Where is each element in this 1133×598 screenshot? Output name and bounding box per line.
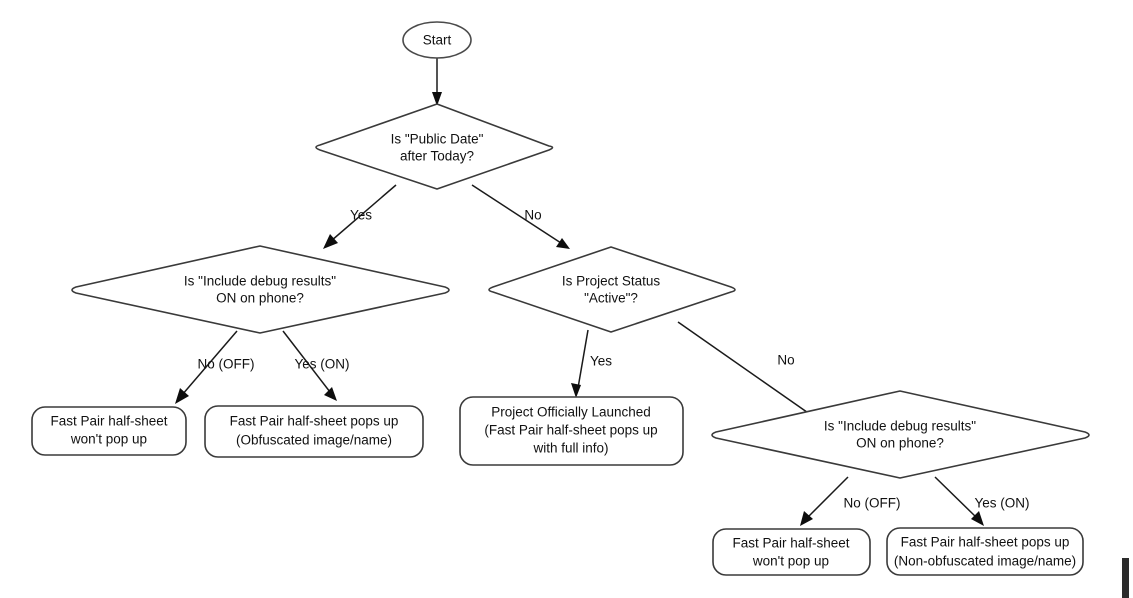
node-result-right-off-line2: won't pop up <box>752 554 829 569</box>
node-result-left-off[interactable]: Fast Pair half-sheet won't pop up <box>31 406 187 456</box>
node-decision-public-date[interactable]: Is "Public Date" after Today? <box>315 103 554 190</box>
node-result-launched-line3: with full info) <box>532 441 608 456</box>
node-result-right-off-line1: Fast Pair half-sheet <box>732 536 849 551</box>
edge-label-debug-left-yes: Yes (ON) <box>294 357 349 372</box>
node-decision-debug-right-line2: ON on phone? <box>856 436 944 451</box>
node-decision-project-status-line1: Is Project Status <box>562 274 661 289</box>
edge-debug-right-no-off <box>800 476 849 526</box>
node-result-right-on[interactable]: Fast Pair half-sheet pops up (Non-obfusc… <box>886 527 1084 576</box>
edge-label-debug-right-yes: Yes (ON) <box>974 496 1029 511</box>
edge-debug-right-yes-on <box>934 476 984 526</box>
node-result-launched[interactable]: Project Officially Launched (Fast Pair h… <box>459 396 684 466</box>
node-decision-project-status-line2: "Active"? <box>584 291 638 306</box>
edge-label-project-status-no: No <box>777 353 794 368</box>
node-result-launched-line1: Project Officially Launched <box>491 405 651 420</box>
node-start-label: Start <box>423 33 452 48</box>
right-edge-artifact <box>1122 558 1129 598</box>
node-result-left-on[interactable]: Fast Pair half-sheet pops up (Obfuscated… <box>204 405 424 458</box>
node-result-right-on-line1: Fast Pair half-sheet pops up <box>901 535 1070 550</box>
edge-label-debug-right-no: No (OFF) <box>844 496 901 511</box>
node-start[interactable]: Start <box>402 21 472 59</box>
node-result-left-on-line1: Fast Pair half-sheet pops up <box>230 414 399 429</box>
node-result-right-off[interactable]: Fast Pair half-sheet won't pop up <box>712 528 871 576</box>
edge-debug-left-no-off <box>175 330 238 404</box>
node-decision-debug-left-line1: Is "Include debug results" <box>184 274 336 289</box>
node-result-left-off-line1: Fast Pair half-sheet <box>50 414 167 429</box>
edge-debug-left-yes-on <box>282 330 337 401</box>
edge-label-debug-left-no: No (OFF) <box>198 357 255 372</box>
node-decision-debug-right[interactable]: Is "Include debug results" ON on phone? <box>711 390 1090 479</box>
node-result-launched-line2: (Fast Pair half-sheet pops up <box>484 423 657 438</box>
node-result-left-on-line2: (Obfuscated image/name) <box>236 433 392 448</box>
edge-label-project-status-yes: Yes <box>590 354 612 369</box>
edge-label-public-date-no: No <box>524 208 541 223</box>
node-decision-debug-left[interactable]: Is "Include debug results" ON on phone? <box>71 245 450 334</box>
edge-public-date-no <box>471 184 570 249</box>
node-decision-project-status[interactable]: Is Project Status "Active"? <box>488 246 736 333</box>
edge-label-public-date-yes: Yes <box>350 208 372 223</box>
node-decision-debug-left-line2: ON on phone? <box>216 291 304 306</box>
edge-project-status-yes <box>571 329 589 398</box>
node-decision-debug-right-line1: Is "Include debug results" <box>824 419 976 434</box>
edge-start-to-public-date <box>432 58 442 106</box>
node-decision-public-date-line1: Is "Public Date" <box>391 132 484 147</box>
node-decision-public-date-line2: after Today? <box>400 149 474 164</box>
edge-public-date-yes <box>323 184 397 249</box>
node-result-right-on-line2: (Non-obfuscated image/name) <box>894 554 1076 569</box>
node-result-left-off-line2: won't pop up <box>70 432 147 447</box>
